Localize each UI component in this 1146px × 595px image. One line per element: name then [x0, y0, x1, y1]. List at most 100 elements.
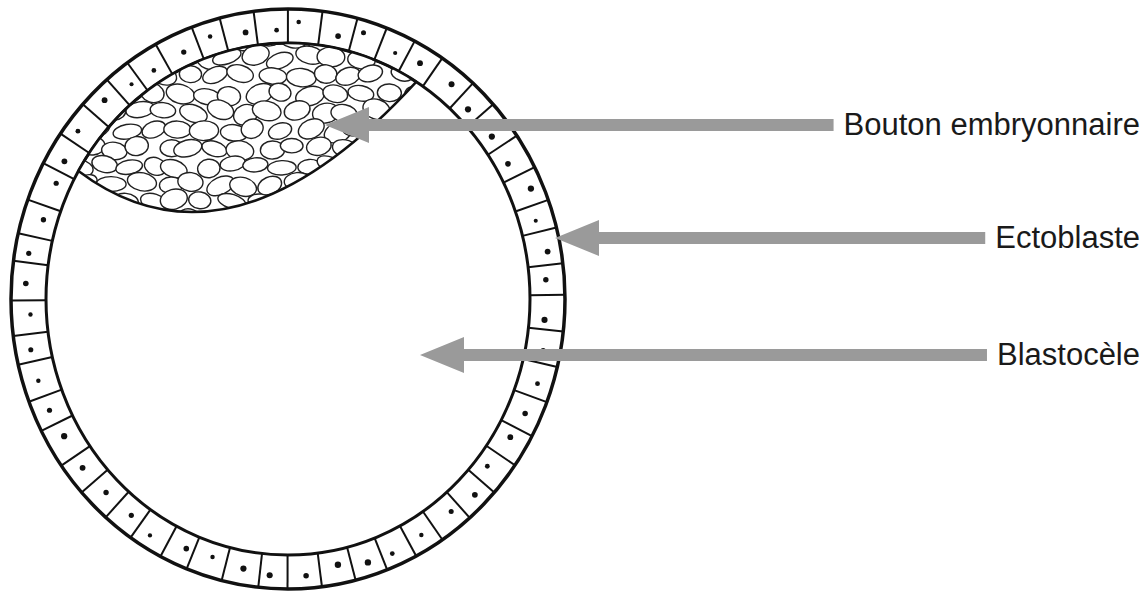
cell-nucleus	[23, 281, 29, 287]
cell-nucleus	[62, 158, 68, 164]
embryo-cell	[46, 103, 77, 124]
cell-wall	[287, 555, 289, 589]
cell-nucleus	[365, 559, 371, 565]
cell-nucleus	[465, 106, 471, 112]
outer-wall	[11, 9, 565, 589]
embryo-cell	[239, 116, 266, 141]
embryo-cell	[362, 210, 385, 226]
embryo-cell	[257, 210, 287, 233]
cell-nucleus	[80, 465, 86, 471]
cell-wall	[41, 415, 72, 430]
embryo-cell	[315, 152, 346, 177]
cell-nucleus	[541, 317, 547, 323]
cell-wall	[504, 167, 535, 182]
embryo-cell	[44, 206, 76, 228]
embryo-cell	[358, 137, 386, 155]
cell-wall	[18, 357, 52, 365]
cell-nucleus	[505, 161, 511, 167]
cell-wall	[29, 390, 62, 402]
cell-wall	[83, 104, 109, 127]
embryo-cell	[282, 98, 312, 123]
embryo-cell	[360, 30, 390, 53]
embryo-cell	[380, 196, 402, 212]
cell-nucleus	[75, 129, 80, 134]
cell-wall	[43, 163, 74, 179]
embryo-cell	[242, 157, 268, 173]
cell-nucleus	[267, 572, 273, 578]
embryo-cell	[409, 95, 443, 123]
cell-nucleus	[507, 434, 513, 440]
cell-nucleus	[184, 546, 190, 552]
embryo-cell	[203, 31, 229, 50]
cell-nucleus	[472, 492, 478, 498]
embryo-cell	[113, 81, 144, 104]
pointer-arrow	[325, 107, 834, 143]
embryo-cell	[189, 120, 219, 141]
part-label: Ectoblaste	[995, 220, 1140, 256]
cell-nucleus	[335, 33, 341, 39]
embryo-cell	[48, 174, 80, 195]
cell-wall	[486, 446, 515, 465]
cell-wall	[528, 263, 563, 267]
embryo-cell	[124, 135, 150, 157]
cell-nucleus	[361, 30, 366, 35]
embryo-cell	[392, 151, 424, 178]
cell-wall	[192, 27, 204, 59]
embryo-cell	[371, 155, 399, 177]
embryo-cell	[418, 34, 445, 52]
cell-wall	[61, 446, 90, 466]
embryo-cell	[424, 50, 448, 70]
embryo-cell	[76, 204, 108, 231]
cell-nucleus	[181, 49, 186, 54]
embryo-cell	[258, 67, 287, 86]
embryo-cell	[406, 172, 437, 197]
cell-wall	[347, 547, 356, 580]
cell-nucleus	[47, 408, 52, 413]
cell-wall	[523, 227, 557, 235]
cell-nucleus	[485, 464, 490, 469]
cell-nucleus	[130, 82, 134, 86]
cell-nucleus	[528, 185, 534, 191]
cell-wall	[423, 58, 442, 86]
cell-nucleus	[26, 251, 31, 256]
embryo-cell	[164, 121, 192, 139]
embryo-cell	[153, 29, 179, 50]
embryo-cell	[344, 189, 374, 215]
embryo-cell	[121, 207, 152, 229]
cell-nucleus	[210, 555, 214, 559]
cell-wall	[450, 83, 473, 108]
embryo-cell	[82, 45, 114, 69]
cell-wall	[13, 261, 48, 265]
embryo-cell	[304, 207, 336, 231]
embryo-cell	[200, 63, 230, 87]
embryo-cell	[229, 212, 257, 231]
embryo-cell	[172, 137, 204, 160]
embryo-cell	[392, 213, 420, 229]
embryo-cell	[386, 173, 412, 194]
embryo-cell	[149, 101, 176, 119]
embryo-cell	[329, 211, 360, 230]
embryo-cell	[181, 25, 214, 51]
cell-wall	[258, 554, 262, 588]
cell-wall	[106, 492, 129, 518]
cell-wall	[374, 28, 386, 60]
cell-nucleus	[335, 562, 341, 568]
embryo-cell	[71, 25, 98, 50]
embryo-cell	[90, 153, 119, 175]
cell-wall	[528, 328, 563, 332]
cell-wall	[187, 537, 200, 569]
embryo-cell	[101, 68, 132, 88]
embryo-cell	[63, 46, 95, 72]
embryo-cell	[316, 195, 344, 213]
cell-wall	[127, 63, 147, 91]
embryo-cell	[141, 48, 172, 68]
cell-nucleus	[489, 133, 495, 139]
pointer-arrow	[555, 220, 985, 256]
cell-nucleus	[522, 411, 527, 416]
embryo-cell	[51, 138, 82, 163]
cell-wall	[423, 512, 443, 540]
embryo-cell	[389, 34, 419, 51]
embryo-cell	[200, 138, 229, 159]
cell-wall	[349, 18, 358, 51]
cell-wall	[515, 200, 548, 212]
